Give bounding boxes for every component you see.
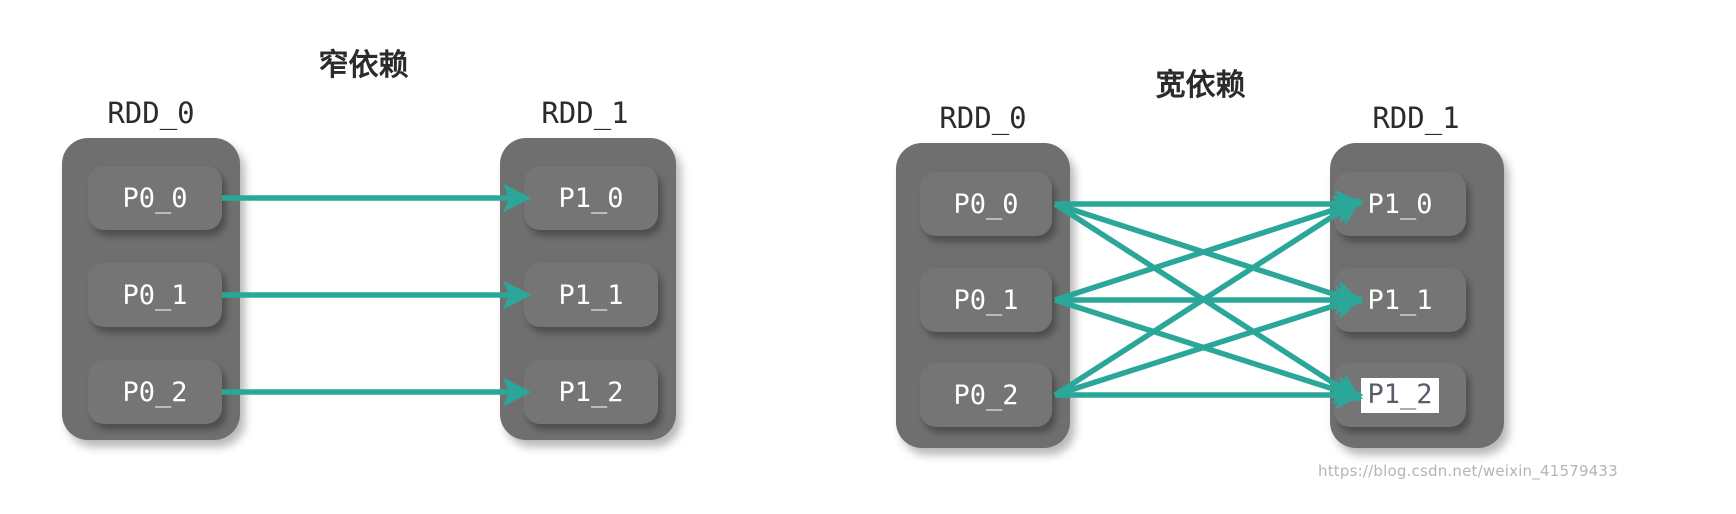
narrow-target-rdd-caption: RDD_1 xyxy=(541,96,629,130)
dependency-arrow xyxy=(1053,201,1362,402)
wide-target-rdd-caption: RDD_1 xyxy=(1372,101,1460,135)
wide-source-partition-1[interactable]: P0_1 xyxy=(920,268,1052,332)
partition-label: P1_2 xyxy=(558,376,624,408)
partition-label: P0_1 xyxy=(953,284,1019,316)
dependency-arrow xyxy=(1054,195,1363,303)
partition-label: P0_0 xyxy=(953,188,1019,220)
partition-label: P1_2 xyxy=(1361,377,1439,413)
dependency-arrow xyxy=(1054,291,1364,398)
partition-label: P1_1 xyxy=(1367,284,1433,316)
wide-dependency-title: 宽依赖 xyxy=(1155,68,1246,103)
partition-label: P0_2 xyxy=(122,376,188,408)
narrow-target-partition-2[interactable]: P1_2 xyxy=(524,360,658,424)
wide-target-partition-1[interactable]: P1_1 xyxy=(1334,268,1466,332)
narrow-target-partition-0[interactable]: P1_0 xyxy=(524,166,658,230)
partition-label: P0_2 xyxy=(953,379,1019,411)
narrow-dependency-title: 窄依赖 xyxy=(318,48,409,83)
wide-source-partition-2[interactable]: P0_2 xyxy=(920,363,1052,427)
wide-source-rdd-caption: RDD_0 xyxy=(939,101,1027,135)
wide-target-partition-0[interactable]: P1_0 xyxy=(1334,172,1466,236)
partition-label: P1_0 xyxy=(558,182,624,214)
partition-label: P0_1 xyxy=(122,279,188,311)
narrow-target-partition-1[interactable]: P1_1 xyxy=(524,263,658,327)
dependency-arrow xyxy=(1054,297,1364,404)
dependency-arrow xyxy=(1053,197,1362,398)
partition-label: P0_0 xyxy=(122,182,188,214)
narrow-source-rdd-caption: RDD_0 xyxy=(107,96,195,130)
dependency-arrow xyxy=(1054,201,1363,309)
wide-target-partition-2[interactable]: P1_2 xyxy=(1334,363,1466,427)
narrow-source-partition-0[interactable]: P0_0 xyxy=(88,166,222,230)
partition-label: P1_0 xyxy=(1367,188,1433,220)
narrow-source-partition-2[interactable]: P0_2 xyxy=(88,360,222,424)
csdn-watermark: https://blog.csdn.net/weixin_41579433 xyxy=(1318,462,1618,480)
wide-source-partition-0[interactable]: P0_0 xyxy=(920,172,1052,236)
partition-label: P1_1 xyxy=(558,279,624,311)
narrow-source-partition-1[interactable]: P0_1 xyxy=(88,263,222,327)
